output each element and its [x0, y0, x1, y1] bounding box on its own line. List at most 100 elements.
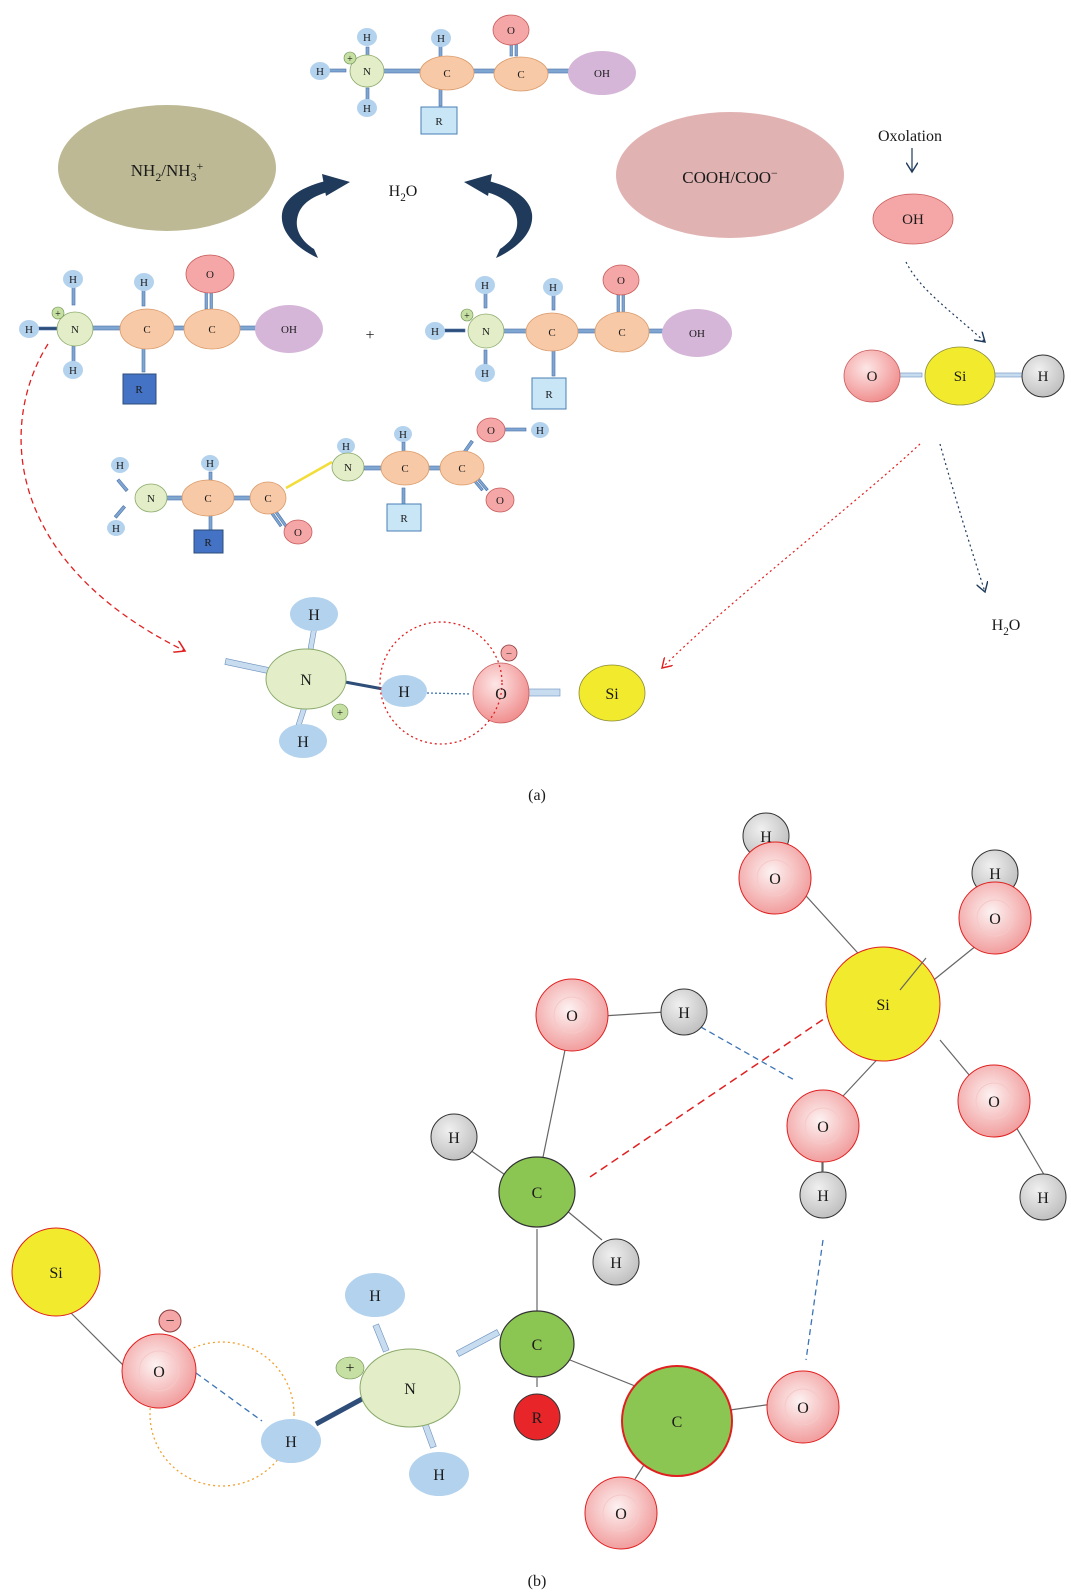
atom-label: Si — [876, 997, 890, 1014]
atom-label: H — [369, 1288, 381, 1305]
atom-label: N — [482, 326, 490, 338]
atom-label: H — [678, 1005, 690, 1022]
atom-label: H — [363, 103, 371, 115]
charge-plus: + — [464, 311, 470, 322]
atom-label: H — [69, 365, 77, 377]
atom-label: H — [448, 1130, 460, 1147]
atom-label: O — [495, 686, 507, 703]
atom-label: O — [817, 1119, 829, 1136]
atom-label: C — [532, 1185, 543, 1202]
atom-label: H — [285, 1434, 297, 1451]
atom-label: H — [112, 523, 120, 535]
carboxyl-group-label: COOH/COO− — [682, 166, 778, 187]
atom-label: O — [566, 1008, 578, 1025]
atom-label: C — [517, 69, 524, 81]
atom-label: O — [989, 911, 1001, 928]
atom-label: N — [344, 462, 352, 474]
atom-label: H — [1038, 369, 1049, 385]
atom-label: O — [507, 25, 515, 37]
plus-sign: + — [365, 327, 374, 344]
atom-label: N — [147, 493, 155, 505]
atom-label: R — [545, 389, 553, 401]
atom-label: H — [1037, 1190, 1049, 1207]
amine-group-label: NH2/NH3+ — [131, 159, 204, 184]
oxolation-path: Oxolation OH O Si H H2O — [662, 128, 1065, 668]
atom-label: C — [143, 324, 150, 336]
left-amino-acid: + H H H N H C R O C OH — [19, 254, 323, 405]
svg-text:COOH/COO−: COOH/COO− — [682, 166, 778, 187]
atom-label: H — [116, 460, 124, 472]
water-product-label: H2O — [992, 617, 1021, 638]
atom-label: C — [458, 463, 465, 475]
charge-plus: + — [55, 309, 61, 320]
atom-label: H — [342, 441, 350, 453]
atom-label: O — [615, 1506, 627, 1523]
carboxyl-group-ellipse: COOH/COO− — [616, 112, 844, 238]
atom-label: R — [204, 537, 212, 549]
atom-label: C — [443, 68, 450, 80]
atom-label: Si — [49, 1265, 63, 1282]
atom-label: Si — [605, 686, 619, 703]
panel-b-hbonds — [149, 1005, 844, 1487]
condensation-arrows — [281, 174, 533, 258]
charge-minus: − — [506, 648, 512, 660]
atom-label: R — [400, 513, 408, 525]
atom-label: O — [206, 269, 214, 281]
atom-label: N — [300, 672, 312, 689]
atom-label: O — [496, 495, 504, 507]
atom-label: C — [401, 463, 408, 475]
charge-plus: + — [345, 1360, 354, 1377]
panel-b-left-silanol: Si O − — [11, 1227, 197, 1409]
atom-label: Si — [954, 369, 967, 385]
atom-label: H — [433, 1467, 445, 1484]
atom-label: N — [71, 324, 79, 336]
atom-label: O — [867, 369, 878, 385]
atom-label: H — [398, 684, 410, 701]
atom-label: C — [618, 327, 625, 339]
charge-plus: + — [347, 54, 353, 65]
atom-label: R — [135, 384, 143, 396]
atom-label: H — [308, 607, 320, 624]
atom-label: H — [989, 866, 1001, 883]
oxolation-label: Oxolation — [878, 128, 942, 145]
atom-label: C — [204, 493, 211, 505]
panel-b-caption: (b) — [528, 1573, 547, 1590]
atom-label: H — [363, 32, 371, 44]
atom-label: H — [431, 326, 439, 338]
atom-label: H — [399, 429, 407, 441]
panel-b-amine: H H N + H — [261, 1273, 501, 1496]
atom-label: H — [760, 829, 772, 846]
panel-a-interaction: H H N + H O − Si — [224, 597, 646, 758]
atom-label: H — [549, 282, 557, 294]
panel-a-caption: (a) — [528, 787, 546, 804]
panel-b-amino-acid: O H H C H C R C O O — [430, 978, 840, 1550]
atom-label: O — [487, 425, 495, 437]
atom-label: C — [532, 1337, 543, 1354]
atom-label: O — [617, 275, 625, 287]
atom-label: H — [481, 368, 489, 380]
atom-label: C — [264, 493, 271, 505]
atom-label: O — [769, 871, 781, 888]
atom-label: H — [610, 1255, 622, 1272]
atom-label: O — [294, 527, 302, 539]
water-label: H2O — [389, 183, 418, 204]
atom-label: H — [481, 280, 489, 292]
atom-label: H — [25, 324, 33, 336]
atom-label: C — [208, 324, 215, 336]
atom-label: OH — [594, 68, 610, 80]
atom-label: H — [140, 277, 148, 289]
atom-label: H — [437, 33, 445, 45]
atom-label: H — [817, 1188, 829, 1205]
top-amino-acid: + H H H N H C R O C OH — [310, 14, 636, 135]
atom-label: N — [404, 1381, 416, 1398]
atom-label: H — [316, 66, 324, 78]
charge-plus: + — [337, 707, 343, 719]
amine-group-ellipse: NH2/NH3+ — [58, 105, 276, 231]
atom-label: H — [297, 734, 309, 751]
atom-label: H — [536, 425, 544, 437]
svg-text:NH2/NH3+: NH2/NH3+ — [131, 159, 204, 184]
atom-label: OH — [689, 328, 705, 340]
atom-label: H — [206, 458, 214, 470]
panel-b-silicon-cluster: H O H O Si O H O H — [738, 812, 1067, 1221]
